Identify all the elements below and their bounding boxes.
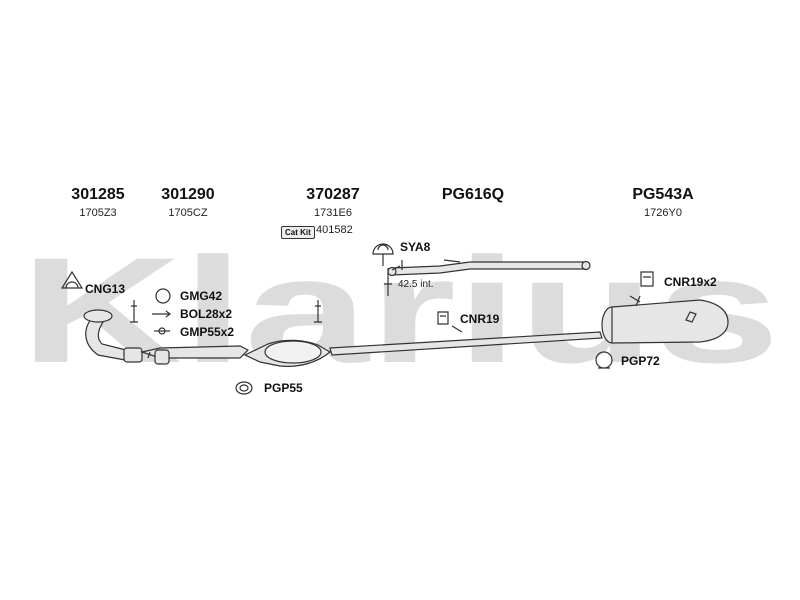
label-bol: BOL28x2 <box>180 307 233 321</box>
gmp-icon-ring <box>158 327 166 335</box>
center-pipe <box>329 331 603 356</box>
part-number-370287: 370287 <box>306 186 360 203</box>
catalyst-heatshield <box>264 340 322 364</box>
front-pipe-flange <box>83 309 113 323</box>
silencer-body <box>611 299 729 344</box>
label-pgp55: PGP55 <box>264 381 303 395</box>
front-pipe <box>85 317 127 361</box>
oe-number-1705cz: 1705CZ <box>168 207 208 219</box>
pgp72-icon <box>595 351 613 369</box>
cnr19-hanger <box>451 325 463 333</box>
silencer-tailpipe <box>685 311 697 323</box>
part-number-301285: 301285 <box>71 186 125 203</box>
sya8-icon <box>372 243 394 255</box>
cnr19x2-icon <box>640 271 654 287</box>
cnr19x2-hanger <box>629 295 641 307</box>
label-cnr19: CNR19 <box>460 312 500 326</box>
label-pgp72: PGP72 <box>621 354 660 368</box>
cnr19-icon <box>437 311 449 325</box>
oe-number-1726y0: 1726Y0 <box>644 207 682 219</box>
label-sya8: SYA8 <box>400 240 431 254</box>
bolt-icon-2 <box>314 300 322 323</box>
bol-icon <box>152 310 171 318</box>
length-bracket <box>384 260 403 296</box>
part-number-301290: 301290 <box>161 186 215 203</box>
cng13-icon <box>60 270 84 289</box>
oe-number-1705z3: 1705Z3 <box>79 207 117 219</box>
label-cnr19x2: CNR19x2 <box>664 275 717 289</box>
front-pipe-joint <box>123 347 143 363</box>
pg616q-pipe <box>391 261 586 276</box>
pgp55-icon <box>235 381 253 395</box>
gmg42-icon <box>155 288 171 304</box>
pg616q-end2 <box>581 260 591 271</box>
sya8-strap <box>382 254 401 271</box>
catkit-code: 401582 <box>316 224 353 236</box>
length-note: 42.5 int. <box>398 279 434 290</box>
label-cng13: CNG13 <box>85 282 126 296</box>
label-gmp: GMP55x2 <box>180 325 235 339</box>
leader-line-2 <box>147 351 151 359</box>
oe-number-1731e6: 1731E6 <box>314 207 352 219</box>
bolt-icon-1 <box>130 300 138 323</box>
leader-line <box>443 259 461 263</box>
label-gmg42: GMG42 <box>180 289 223 303</box>
part-number-pg543a: PG543A <box>632 186 694 203</box>
catkit-badge: Cat Kit <box>281 226 315 239</box>
middle-pipe-flange <box>154 349 170 365</box>
part-number-pg616q: PG616Q <box>441 186 505 203</box>
